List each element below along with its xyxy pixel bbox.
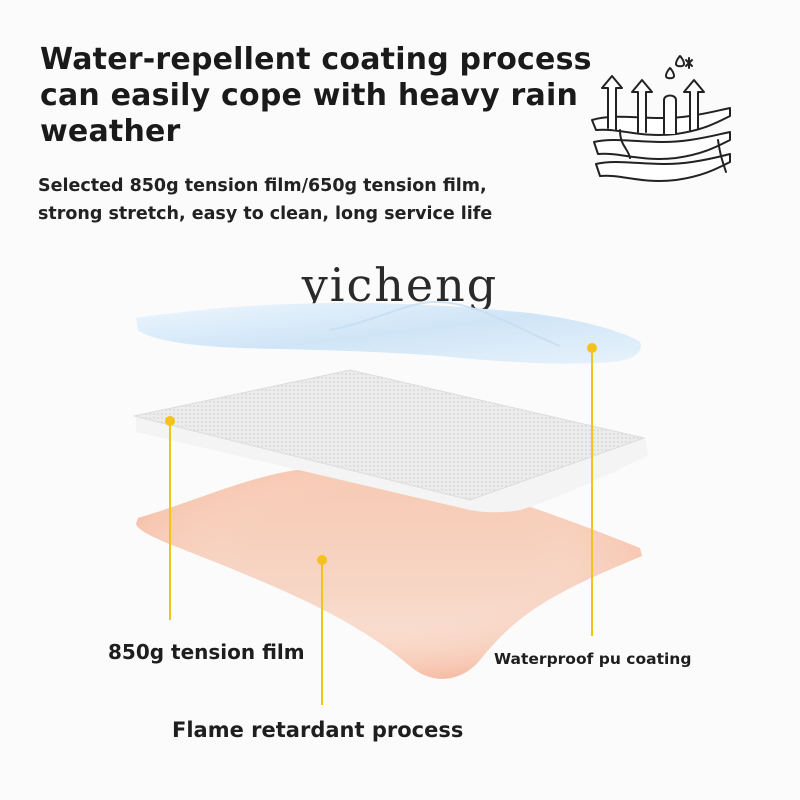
headline-line-3: weather [40,114,181,149]
subtitle-line-2: strong stretch, easy to clean, long serv… [38,204,493,224]
label-flame-retardant: Flame retardant process [172,718,464,742]
tension-film-layer [133,369,648,513]
subtitle-line-1: Selected 850g tension film/650g tension … [38,176,487,196]
label-tension-film: 850g tension film [108,640,305,664]
subtitle: Selected 850g tension film/650g tension … [38,172,492,228]
headline: Water-repellent coating process can easi… [40,42,600,150]
headline-line-1: Water-repellent coating process [40,42,592,77]
marker-pu-coating [587,343,597,636]
pu-coating-layer [136,300,641,364]
waterproof-layers-icon [591,55,731,182]
label-pu-coating: Waterproof pu coating [494,650,692,668]
marker-flame-retardant [317,555,327,705]
flame-retardant-layer [136,467,642,679]
marker-tension-film [165,416,175,620]
headline-line-2: can easily cope with heavy rain [40,78,579,113]
